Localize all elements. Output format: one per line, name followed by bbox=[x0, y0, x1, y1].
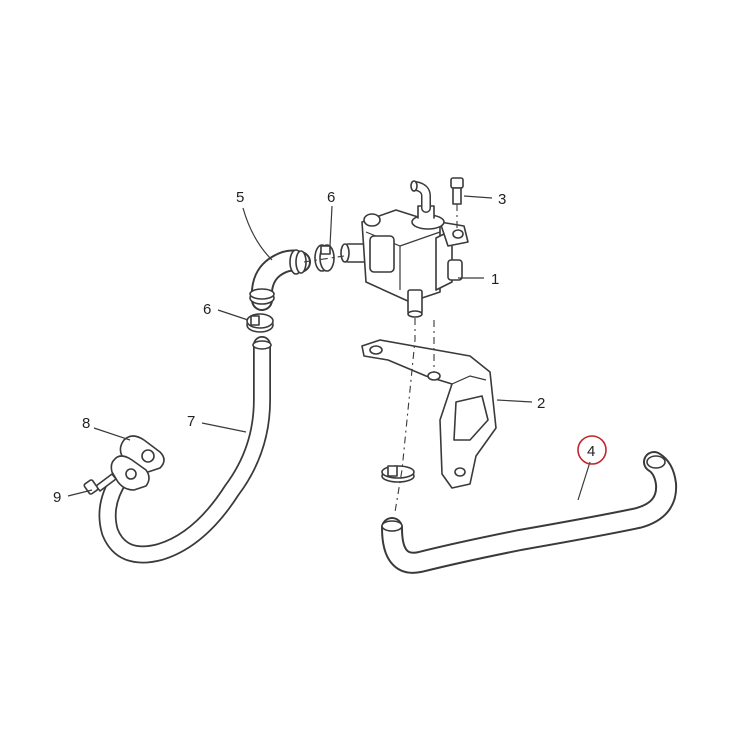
callout-7[interactable]: 7 bbox=[187, 413, 195, 430]
hose-clamp-part-6-upper[interactable] bbox=[314, 244, 335, 272]
callout-6-upper[interactable]: 6 bbox=[327, 189, 335, 206]
callout-8[interactable]: 8 bbox=[82, 415, 90, 432]
callout-9[interactable]: 9 bbox=[53, 489, 61, 506]
hose-part-7[interactable] bbox=[98, 336, 272, 564]
bracket-part-2[interactable] bbox=[361, 339, 497, 489]
valve-part-1[interactable] bbox=[340, 180, 469, 318]
callout-2[interactable]: 2 bbox=[537, 395, 545, 412]
hose-part-4[interactable] bbox=[381, 451, 678, 574]
hose-clamp-part-4[interactable] bbox=[381, 465, 415, 483]
bolt-part-3[interactable] bbox=[450, 177, 464, 205]
callout-1[interactable]: 1 bbox=[491, 271, 499, 288]
elbow-hose-part-5[interactable] bbox=[249, 249, 311, 311]
assembly-centerlines bbox=[303, 204, 458, 513]
callout-5[interactable]: 5 bbox=[236, 189, 244, 206]
hose-flange bbox=[110, 455, 150, 491]
callout-4[interactable]: 4 bbox=[587, 443, 595, 460]
callout-3[interactable]: 3 bbox=[498, 191, 506, 208]
hose-clamp-part-6-lower[interactable] bbox=[246, 313, 274, 333]
leader-lines bbox=[67, 195, 591, 501]
callout-4-highlight-ring bbox=[577, 435, 607, 465]
callout-6-lower[interactable]: 6 bbox=[203, 301, 211, 318]
